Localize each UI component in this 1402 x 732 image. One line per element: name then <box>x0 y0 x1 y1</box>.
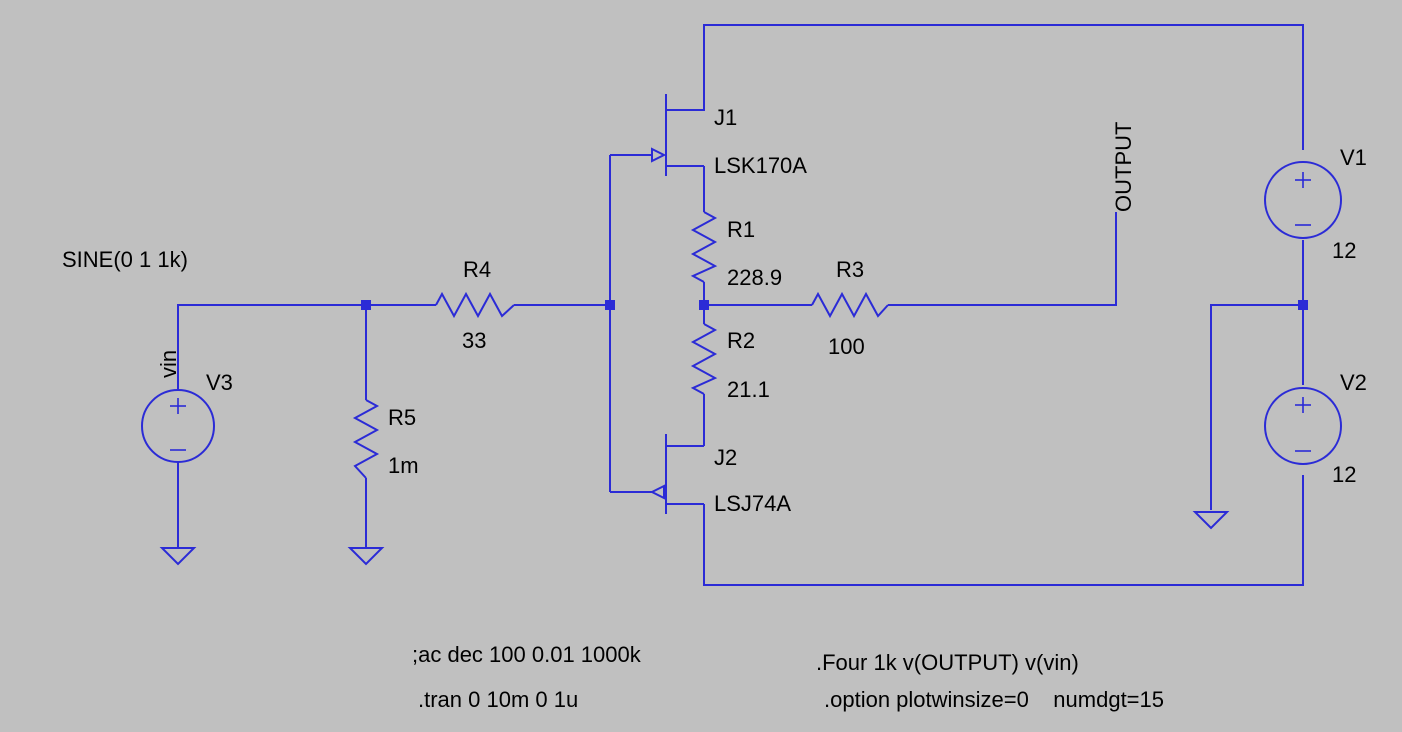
j2-name-label: J2 <box>714 445 737 470</box>
r1-name-label: R1 <box>727 217 755 242</box>
ground-symbol[interactable] <box>347 547 385 566</box>
r2-value-label: 21.1 <box>727 377 770 402</box>
resistor-r1-symbol[interactable] <box>690 211 718 283</box>
r1-value-label: 228.9 <box>727 265 782 290</box>
junction-dot <box>699 300 709 310</box>
directive-tran[interactable]: .tran 0 10m 0 1u <box>418 687 578 712</box>
r5-name-label: R5 <box>388 405 416 430</box>
ground-symbol[interactable] <box>1192 511 1230 530</box>
wire-vin-node[interactable] <box>177 304 436 390</box>
resistor-r4-symbol[interactable] <box>435 291 515 319</box>
j2-model-label: LSJ74A <box>714 491 791 516</box>
net-label-output: OUTPUT <box>1111 122 1136 212</box>
v3-name-label: V3 <box>206 370 233 395</box>
r3-value-label: 100 <box>828 334 865 359</box>
resistor-r3-symbol[interactable] <box>811 291 889 319</box>
r3-name-label: R3 <box>836 257 864 282</box>
v2-value-label: 12 <box>1332 462 1356 487</box>
j1-name-label: J1 <box>714 105 737 130</box>
v3-source-spec: SINE(0 1 1k) <box>62 247 188 272</box>
wire-bottom-supply[interactable] <box>703 475 1304 586</box>
voltage-source-v2-symbol[interactable] <box>1264 387 1342 465</box>
directive-four[interactable]: .Four 1k v(OUTPUT) v(vin) <box>816 650 1079 675</box>
r5-value-label: 1m <box>388 453 419 478</box>
directive-ac[interactable]: ;ac dec 100 0.01 1000k <box>412 642 642 667</box>
r4-name-label: R4 <box>463 257 491 282</box>
r4-value-label: 33 <box>462 328 486 353</box>
junction-dot <box>605 300 615 310</box>
voltage-source-v3-symbol[interactable] <box>141 389 215 463</box>
r2-name-label: R2 <box>727 328 755 353</box>
resistor-r5-symbol[interactable] <box>352 399 380 479</box>
net-label-vin: vin <box>156 350 181 378</box>
v2-name-label: V2 <box>1340 370 1367 395</box>
j1-model-label: LSK170A <box>714 153 807 178</box>
junction-dot <box>361 300 371 310</box>
jfet-j2-symbol[interactable] <box>649 434 704 514</box>
v1-name-label: V1 <box>1340 145 1367 170</box>
resistor-r2-symbol[interactable] <box>690 323 718 395</box>
directive-option[interactable]: .option plotwinsize=0 numdgt=15 <box>824 687 1164 712</box>
wire-mid-ground[interactable] <box>1210 304 1303 510</box>
wire-top-supply[interactable] <box>703 24 1304 150</box>
jfet-j1-symbol[interactable] <box>651 82 705 176</box>
junction-dot <box>1298 300 1308 310</box>
ground-symbol[interactable] <box>159 547 197 566</box>
wires <box>177 24 1304 586</box>
wire-r3-output[interactable] <box>888 212 1117 306</box>
voltage-source-v1-symbol[interactable] <box>1264 161 1342 239</box>
v1-value-label: 12 <box>1332 238 1356 263</box>
